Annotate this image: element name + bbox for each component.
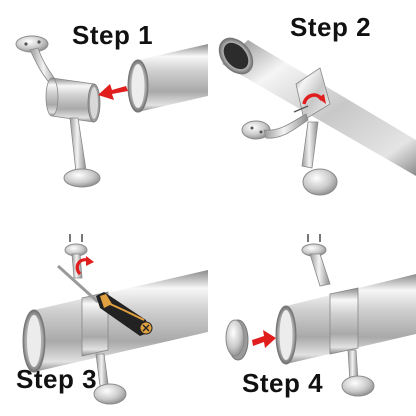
step-1-label: Step 1 [72,20,154,50]
step-4-panel: Step 4 [208,208,416,416]
tube-icon [218,37,416,176]
tube-icon [275,274,416,365]
step-4-illustration [225,234,416,397]
bracket-lower [341,349,375,397]
end-cap-icon [225,319,249,361]
rotate-arrow-icon [293,93,326,113]
bracket-icon [64,234,88,279]
insert-arrow-icon [252,330,276,348]
step-3-label: Step 3 [16,364,98,394]
step-1-illustration [15,35,208,188]
insert-arrow-icon [98,84,128,100]
bracket-icon [15,35,101,188]
step-2-illustration [218,37,416,196]
step-1-panel: Step 1 [0,0,208,208]
bracket-icon [301,234,331,287]
step-2-label: Step 2 [290,12,372,42]
step-3-illustration [22,234,208,405]
bracket-lower [93,353,127,405]
step-2-panel: Step 2 [208,0,416,208]
bracket-icon [241,113,338,196]
tube-icon [127,44,208,113]
step-4-label: Step 4 [242,368,324,398]
tube-icon [22,270,208,373]
step-3-panel: Step 3 [0,208,208,416]
rotate-arrow-icon [75,256,94,276]
screwdriver-icon [56,264,153,336]
